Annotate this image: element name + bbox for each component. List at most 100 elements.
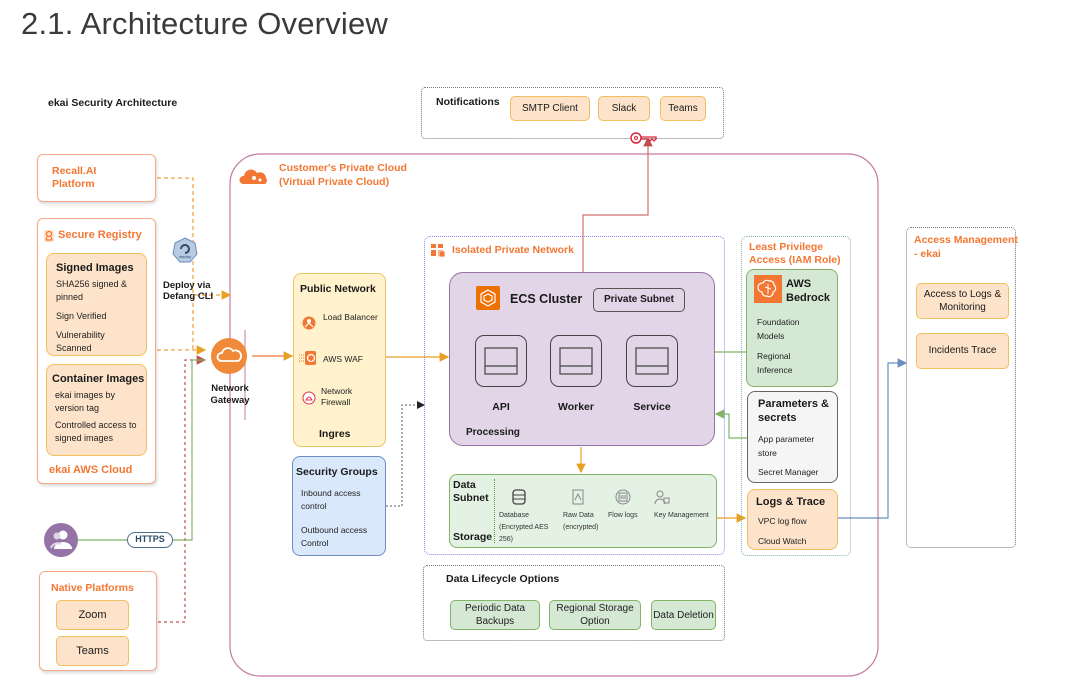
access-management-panel: Access Management - ekai Access to Logs … [906,227,1018,548]
load-balancer-icon [302,316,316,335]
users-icon[interactable] [43,522,79,563]
data-item-2: Raw Data (encrypted) [563,512,599,531]
worker-label: Worker [558,401,594,413]
public-item-3: Network Firewall [321,386,353,407]
bedrock-line-2: Regional Inference [757,351,793,375]
security-line-2: Outbound access Control [301,525,368,548]
bedrock-line-1: Foundation Models [757,317,800,341]
private-subnet-badge: Private Subnet [593,288,685,312]
registry-footer: ekai AWS Cloud [49,464,133,476]
recall-title: Recall.AI Platform [52,165,97,190]
registry-icon [44,229,54,247]
key-management-icon [654,489,670,510]
page-heading: 2.1. Architecture Overview [21,6,389,41]
logs-line-2: Cloud Watch [758,536,807,546]
container-icon [484,347,518,375]
lifecycle-regional: Regional Storage Option [549,600,641,630]
lifecycle-panel: Data Lifecycle Options Periodic Data Bac… [423,565,725,641]
native-zoom: Zoom [56,600,129,630]
isolated-shield-icon [430,242,446,263]
network-gateway-icon [210,337,248,380]
data-subnet-divider [494,479,495,543]
access-logs-item: Access to Logs & Monitoring [916,283,1009,319]
iam-title: Least Privilege Access (IAM Role) [749,241,841,266]
api-label: API [492,401,510,413]
notifications-label: Notifications [436,96,500,108]
diagram-title: ekai Security Architecture [48,97,178,109]
data-subnet-box: Data Subnet Storage Database (Encrypted … [449,474,717,548]
bedrock-title: AWS Bedrock [786,278,831,304]
params-title: Parameters & secrets [758,398,829,424]
ecs-footer: Processing [466,427,520,438]
public-network-title: Public Network [300,283,376,295]
data-subnet-title: Data Subnet [453,479,489,504]
recall-platform-box: Recall.AI Platform [37,154,156,202]
api-node [475,335,527,387]
deploy-badge-icon: deploy [172,237,198,268]
native-platforms-box: Native Platforms Zoom Teams [39,571,157,671]
lifecycle-title: Data Lifecycle Options [446,573,560,585]
data-subnet-footer: Storage [453,531,493,543]
public-item-1: Load Balancer [323,312,378,322]
container-icon [635,347,669,375]
signed-line-3: Vulnerability Scanned [56,330,105,353]
ecs-cluster-box: ECS Cluster Private Subnet API Worker Se… [449,272,715,446]
isolated-network-box: Isolated Private Network [424,236,725,555]
signed-line-2: Sign Verified [56,311,107,321]
params-line-2: Secret Manager [758,467,819,477]
notify-smtp: SMTP Client [510,96,590,121]
deploy-label: Deploy via Defang CLI [163,280,214,302]
security-line-1: Inbound access control [301,488,361,511]
security-groups-title: Security Groups [296,466,378,478]
notify-slack: Slack [598,96,650,121]
container-line-2: Controlled access to signed images [55,420,137,443]
signed-images-title: Signed Images [56,262,134,274]
lifecycle-deletion: Data Deletion [651,600,716,630]
params-box: Parameters & secrets App parameter store… [747,391,838,483]
flow-logs-icon [615,489,631,510]
service-label: Service [633,401,671,413]
database-icon [512,489,526,510]
container-icon [559,347,593,375]
bedrock-box: AWS Bedrock Foundation Models Regional I… [746,269,838,387]
incidents-trace-item: Incidents Trace [916,333,1009,369]
service-node [626,335,678,387]
lifecycle-backups: Periodic Data Backups [450,600,540,630]
native-title: Native Platforms [51,582,134,594]
container-images-title: Container Images [52,373,145,385]
iam-panel: Least Privilege Access (IAM Role) [741,236,851,556]
notifications-panel: Notifications SMTP Client Slack Teams [421,87,724,139]
secure-registry-box: Secure Registry Signed Images SHA256 sig… [37,218,156,484]
key-icon [630,131,658,150]
logs-title: Logs & Trace [756,496,826,508]
network-firewall-icon [302,391,316,410]
signed-images-box: Signed Images SHA256 signed & pinned Sig… [46,253,147,356]
public-item-2: AWS WAF [323,354,363,364]
container-line-1: ekai images by version tag [55,390,116,413]
aws-waf-icon [298,350,320,371]
public-network-box: Public Network Load Balancer AWS WAF Net… [293,273,386,447]
ecs-icon [476,286,500,310]
logs-trace-box: Logs & Trace VPC log flow Cloud Watch [747,489,838,550]
notify-teams: Teams [660,96,706,121]
network-gateway-label: Network Gateway [210,383,250,406]
native-teams: Teams [56,636,129,666]
ecs-title: ECS Cluster [510,292,583,306]
public-network-footer: Ingres [319,428,351,440]
logs-line-1: VPC log flow [758,516,807,526]
access-mgmt-title: Access Management - ekai [914,234,1018,260]
params-line-1: App parameter store [758,434,815,458]
bedrock-icon [754,275,782,303]
security-groups-box: Security Groups Inbound access control O… [292,456,386,556]
https-badge: HTTPS [127,532,173,548]
isolated-title: Isolated Private Network [452,244,574,256]
data-item-3: Flow logs [608,512,638,519]
signed-line-1: SHA256 signed & pinned [56,279,128,302]
data-item-1: Database (Encrypted AES 256) [499,512,549,543]
raw-data-icon [571,489,585,510]
container-images-box: Container Images ekai images by version … [46,364,147,456]
data-item-4: Key Management [654,512,709,519]
vpc-title: Customer's Private Cloud (Virtual Privat… [279,162,407,188]
svg-text:deploy: deploy [179,254,191,259]
worker-node [550,335,602,387]
